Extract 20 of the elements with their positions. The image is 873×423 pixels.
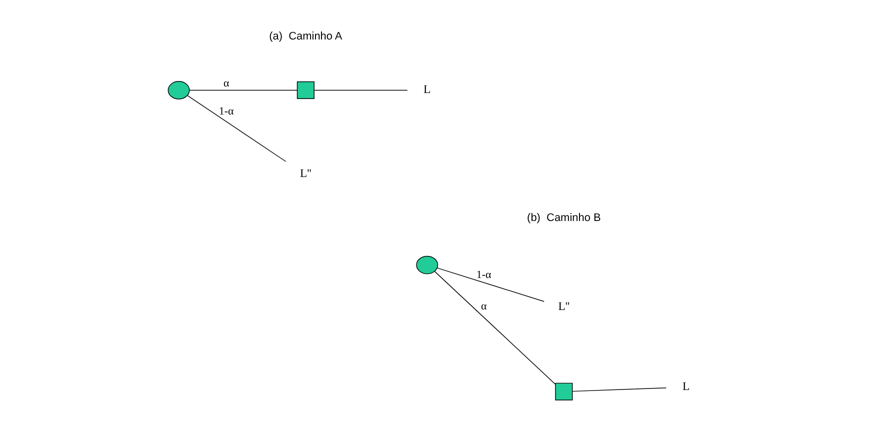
node-text: L'' — [558, 300, 570, 313]
node-text: L'' — [300, 166, 311, 180]
connector — [434, 270, 556, 384]
edge-label: α — [222, 77, 229, 90]
label: (b) Caminho B — [526, 211, 600, 224]
connector — [313, 89, 408, 90]
connector — [572, 387, 666, 392]
label: (a) Caminho A — [268, 30, 342, 42]
edge-label: 1-α — [218, 104, 234, 117]
node-box — [296, 80, 314, 98]
node-box — [554, 382, 572, 400]
node-text: L — [682, 379, 690, 392]
connector — [188, 89, 298, 90]
node-circle — [167, 80, 190, 99]
edge-label: α — [480, 300, 486, 312]
connector — [436, 267, 544, 302]
node-text: L — [423, 82, 430, 96]
node-circle — [416, 255, 438, 274]
edge-label: 1-α — [476, 268, 491, 281]
connector — [186, 94, 286, 162]
